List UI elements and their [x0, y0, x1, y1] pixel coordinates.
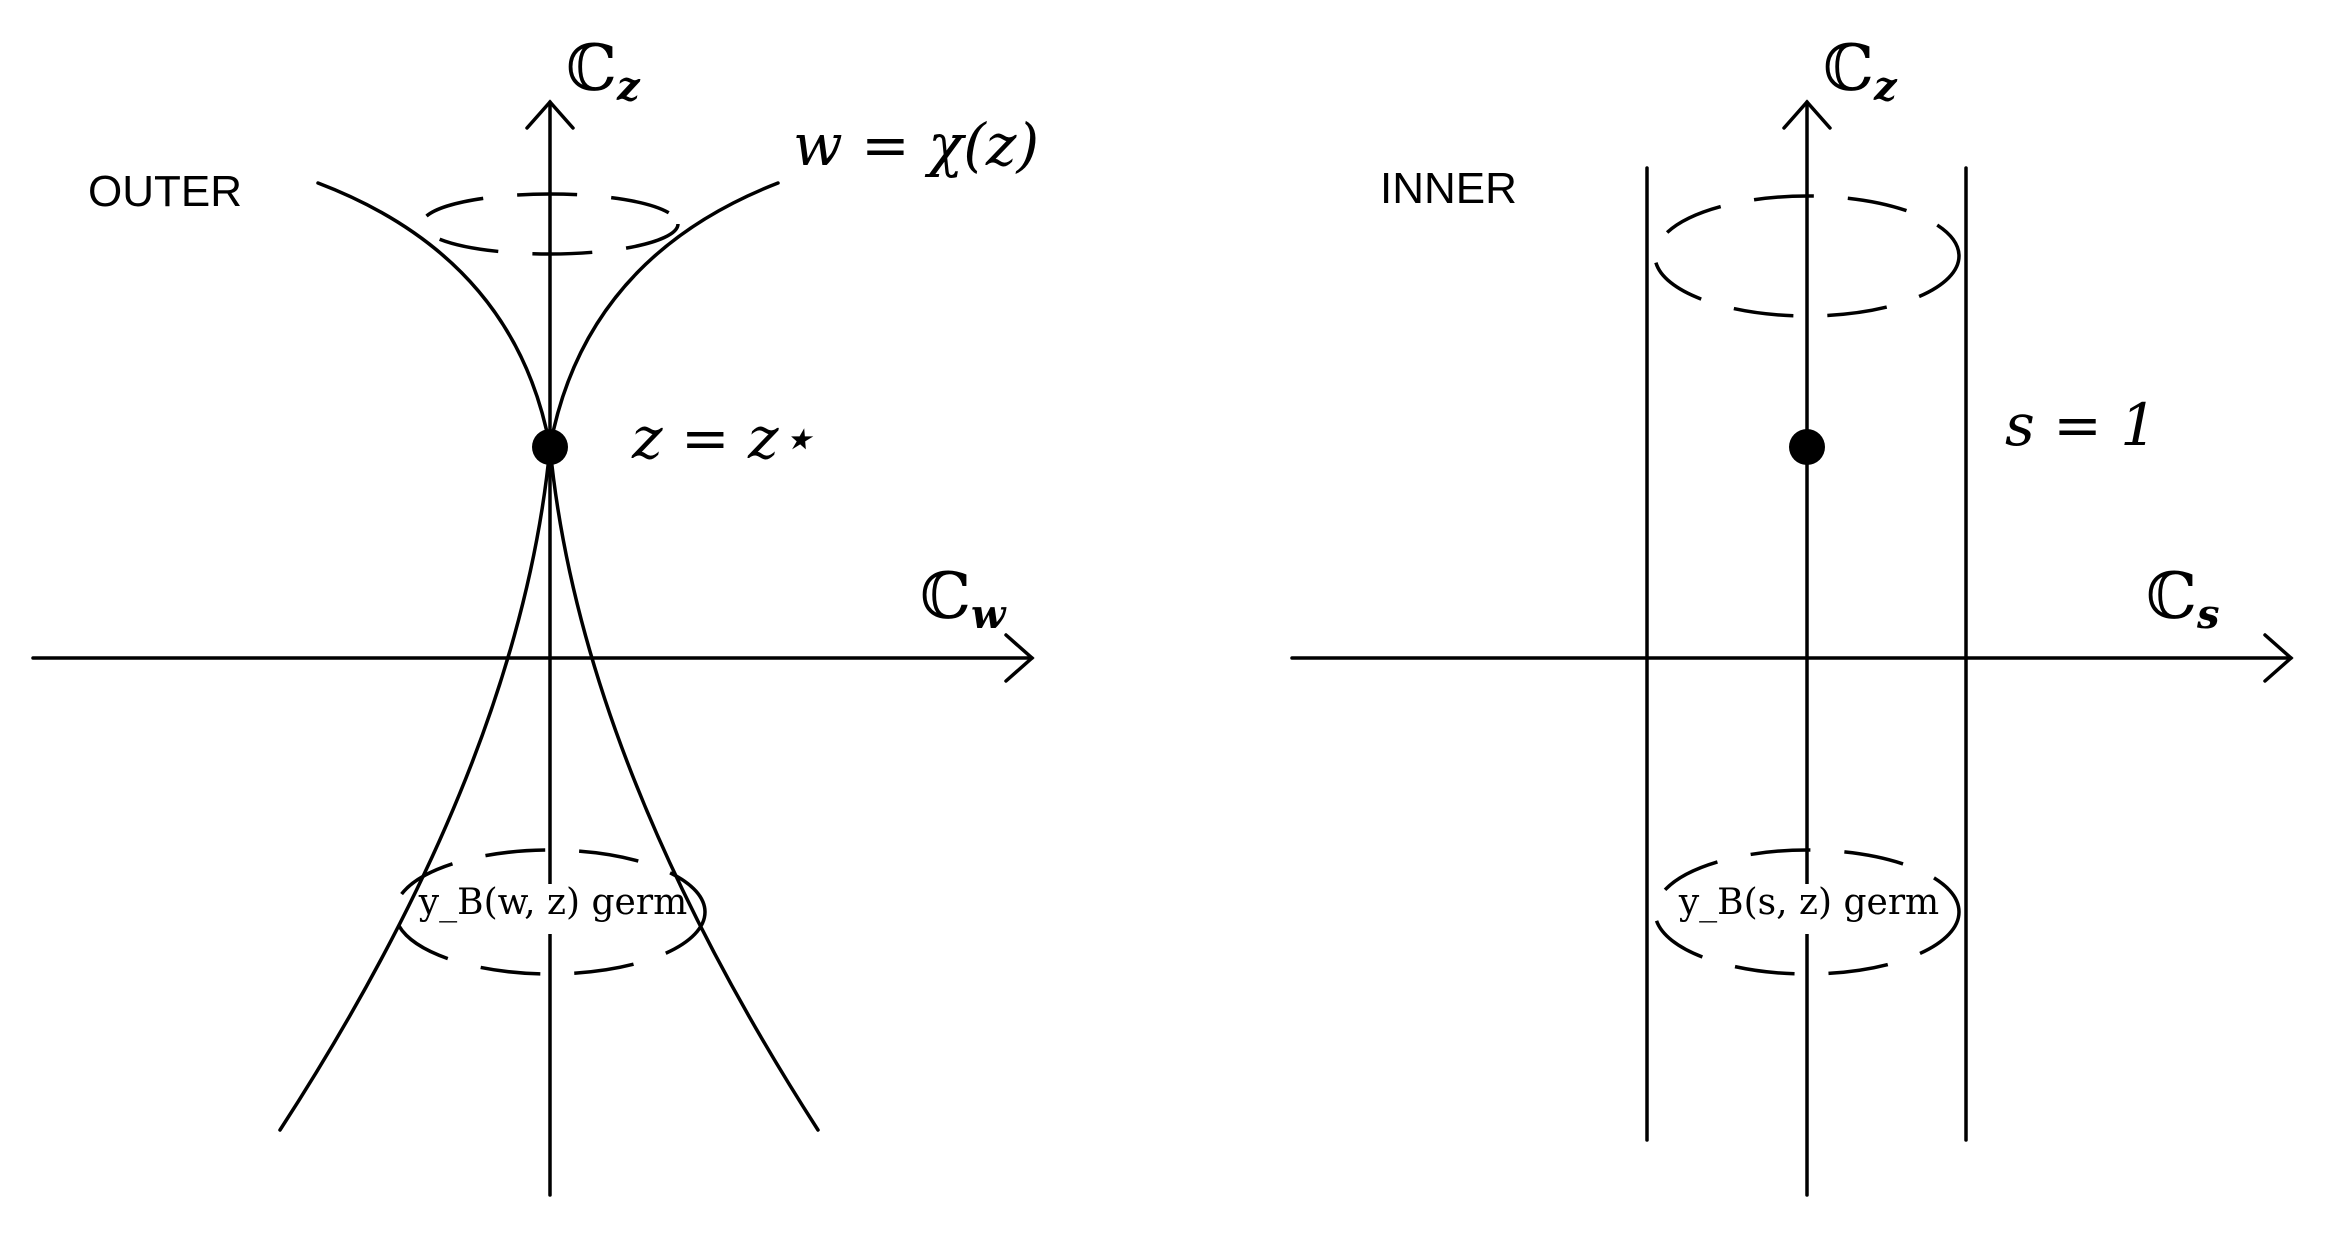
outer-lower-right-branch	[548, 445, 820, 1132]
outer-germ-label-bg	[428, 884, 678, 934]
inner-horizontal-axis-label: ℂs	[2146, 560, 2219, 638]
inner-germ-label: y_B(s, z) germ	[1678, 882, 1939, 923]
outer-lower-left-branch	[278, 445, 552, 1132]
outer-upper-dashed-ellipse	[420, 192, 680, 256]
inner-panel: INNER ℂz ℂs s = 1 y_B(s, z) germ	[1290, 32, 2294, 1197]
inner-horizontal-axis: ℂs	[1290, 560, 2294, 683]
inner-panel-label: INNER	[1380, 164, 1517, 213]
inner-line-label: s = 1	[2005, 391, 2157, 459]
outer-vertical-arrowhead-icon	[525, 99, 575, 130]
inner-germ-dashed-ellipse	[1653, 848, 1961, 976]
inner-horizontal-arrowhead-icon	[2263, 633, 2294, 683]
inner-upper-dashed-ellipse	[1653, 194, 1961, 318]
outer-germ-label: y_B(w, z) germ	[418, 882, 687, 923]
outer-point-label: z = z⋆	[631, 404, 815, 472]
outer-vertical-axis: ℂz	[525, 32, 641, 1197]
outer-horizontal-arrowhead-icon	[1004, 633, 1035, 683]
outer-horizontal-axis: ℂw	[31, 560, 1035, 683]
outer-upper-left-branch	[316, 181, 552, 449]
inner-vertical-axis-label: ℂz	[1823, 32, 1898, 110]
outer-panel: OUTER ℂz ℂw w = χ(z) z = z⋆	[31, 32, 1039, 1197]
outer-panel-label: OUTER	[88, 167, 242, 216]
outer-germ-dashed-ellipse	[393, 848, 707, 976]
outer-point-z-star	[532, 429, 568, 465]
outer-upper-right-branch	[548, 181, 780, 449]
inner-germ-label-bg	[1684, 884, 1934, 934]
inner-vertical-arrowhead-icon	[1782, 99, 1832, 130]
outer-vertical-axis-label: ℂz	[566, 32, 641, 110]
outer-horizontal-axis-label: ℂw	[920, 560, 1007, 638]
inner-point	[1789, 429, 1825, 465]
outer-curve-label: w = χ(z)	[793, 111, 1039, 179]
inner-vertical-axis: ℂz	[1782, 32, 1898, 1197]
